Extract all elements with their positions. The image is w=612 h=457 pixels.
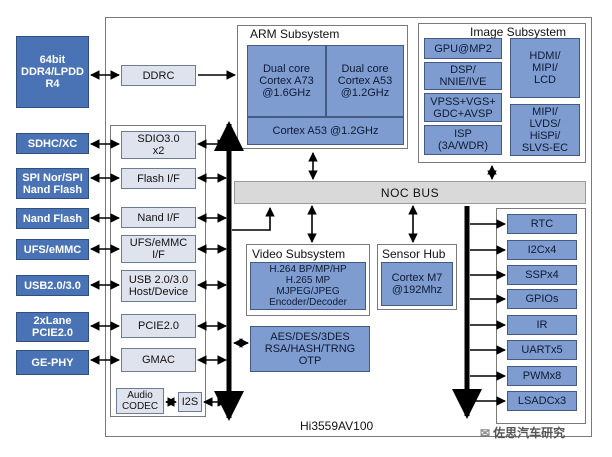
nand-flash: Nand Flash	[16, 208, 89, 229]
ddrc-block: DDRC	[121, 65, 196, 86]
cortex-m7-block: Cortex M7 @192Mhz	[381, 262, 453, 306]
crypto-block: AES/DES/3DES RSA/HASH/TRNG OTP	[250, 326, 370, 372]
usb-host-block: USB 2.0/3.0 Host/Device	[121, 270, 196, 302]
lsadc-block: LSADCx3	[507, 391, 577, 411]
watermark-text: 佐思汽车研究	[493, 426, 566, 440]
vpss-block: VPSS+VGS+ GDC+AVSP	[424, 93, 502, 122]
sensor-hub-title: Sensor Hub	[382, 247, 446, 261]
video-codec-block: H.264 BP/MP/HP H.265 MP MJPEG/JPEG Encod…	[250, 262, 366, 310]
ir-block: IR	[507, 315, 577, 335]
ufs-emmc: UFS/eMMC	[16, 239, 89, 260]
uart-block: UARTx5	[507, 340, 577, 360]
cortex-a53-single-block: Cortex A53 @1.2GHz	[247, 117, 404, 145]
i2s-block: I2S	[178, 392, 202, 412]
pcie-device: 2xLane PCIE2.0	[16, 312, 89, 342]
cortex-a73-block: Dual core Cortex A73 @1.6GHz	[247, 45, 326, 117]
gpu-block: GPU@MP2	[424, 38, 502, 59]
sdhc-card: SDHC/XC	[16, 133, 89, 154]
watermark: ✉ 佐思汽车研究	[480, 424, 565, 441]
cortex-a53-block: Dual core Cortex A53 @1.2GHz	[326, 45, 404, 117]
gmac-block: GMAC	[121, 348, 196, 372]
wechat-icon: ✉	[480, 425, 491, 440]
ufs-if-block: UFS/eMMC I/F	[121, 235, 196, 263]
dsp-block: DSP/ NNIE/IVE	[424, 62, 502, 90]
isp-block: ISP (3A/WDR)	[424, 125, 502, 155]
audio-codec-block: Audio CODEC	[116, 388, 164, 414]
noc-bus: NOC BUS	[234, 181, 586, 204]
pcie-block: PCIE2.0	[121, 314, 196, 338]
gpio-block: GPIOs	[507, 289, 577, 309]
mipi-block: MIPI/ LVDS/ HiSPi/ SLVS-EC	[510, 104, 580, 156]
usb-device: USB2.0/3.0	[16, 275, 89, 296]
sdio-block: SDIO3.0 x2	[121, 131, 196, 159]
rtc-block: RTC	[507, 214, 577, 234]
hdmi-block: HDMI/ MIPI/ LCD	[510, 38, 580, 98]
spi-flash: SPI Nor/SPI Nand Flash	[16, 168, 89, 199]
left-bus-noc-link	[232, 207, 275, 231]
i2c-block: I2Cx4	[507, 240, 577, 260]
chip-name: Hi3559AV100	[300, 419, 374, 433]
arm-subsystem-title: ARM Subsystem	[250, 27, 340, 41]
ge-phy: GE-PHY	[16, 350, 89, 375]
image-subsystem-title: Image Subsystem	[470, 25, 567, 39]
pwm-block: PWMx8	[507, 366, 577, 386]
nand-if-block: Nand I/F	[121, 207, 196, 228]
ddr-memory: 64bit DDR4/LPDD R4	[16, 36, 89, 108]
flash-if-block: Flash I/F	[121, 168, 196, 189]
ssp-block: SSPx4	[507, 265, 577, 285]
video-subsystem-title: Video Subsystem	[252, 247, 346, 261]
